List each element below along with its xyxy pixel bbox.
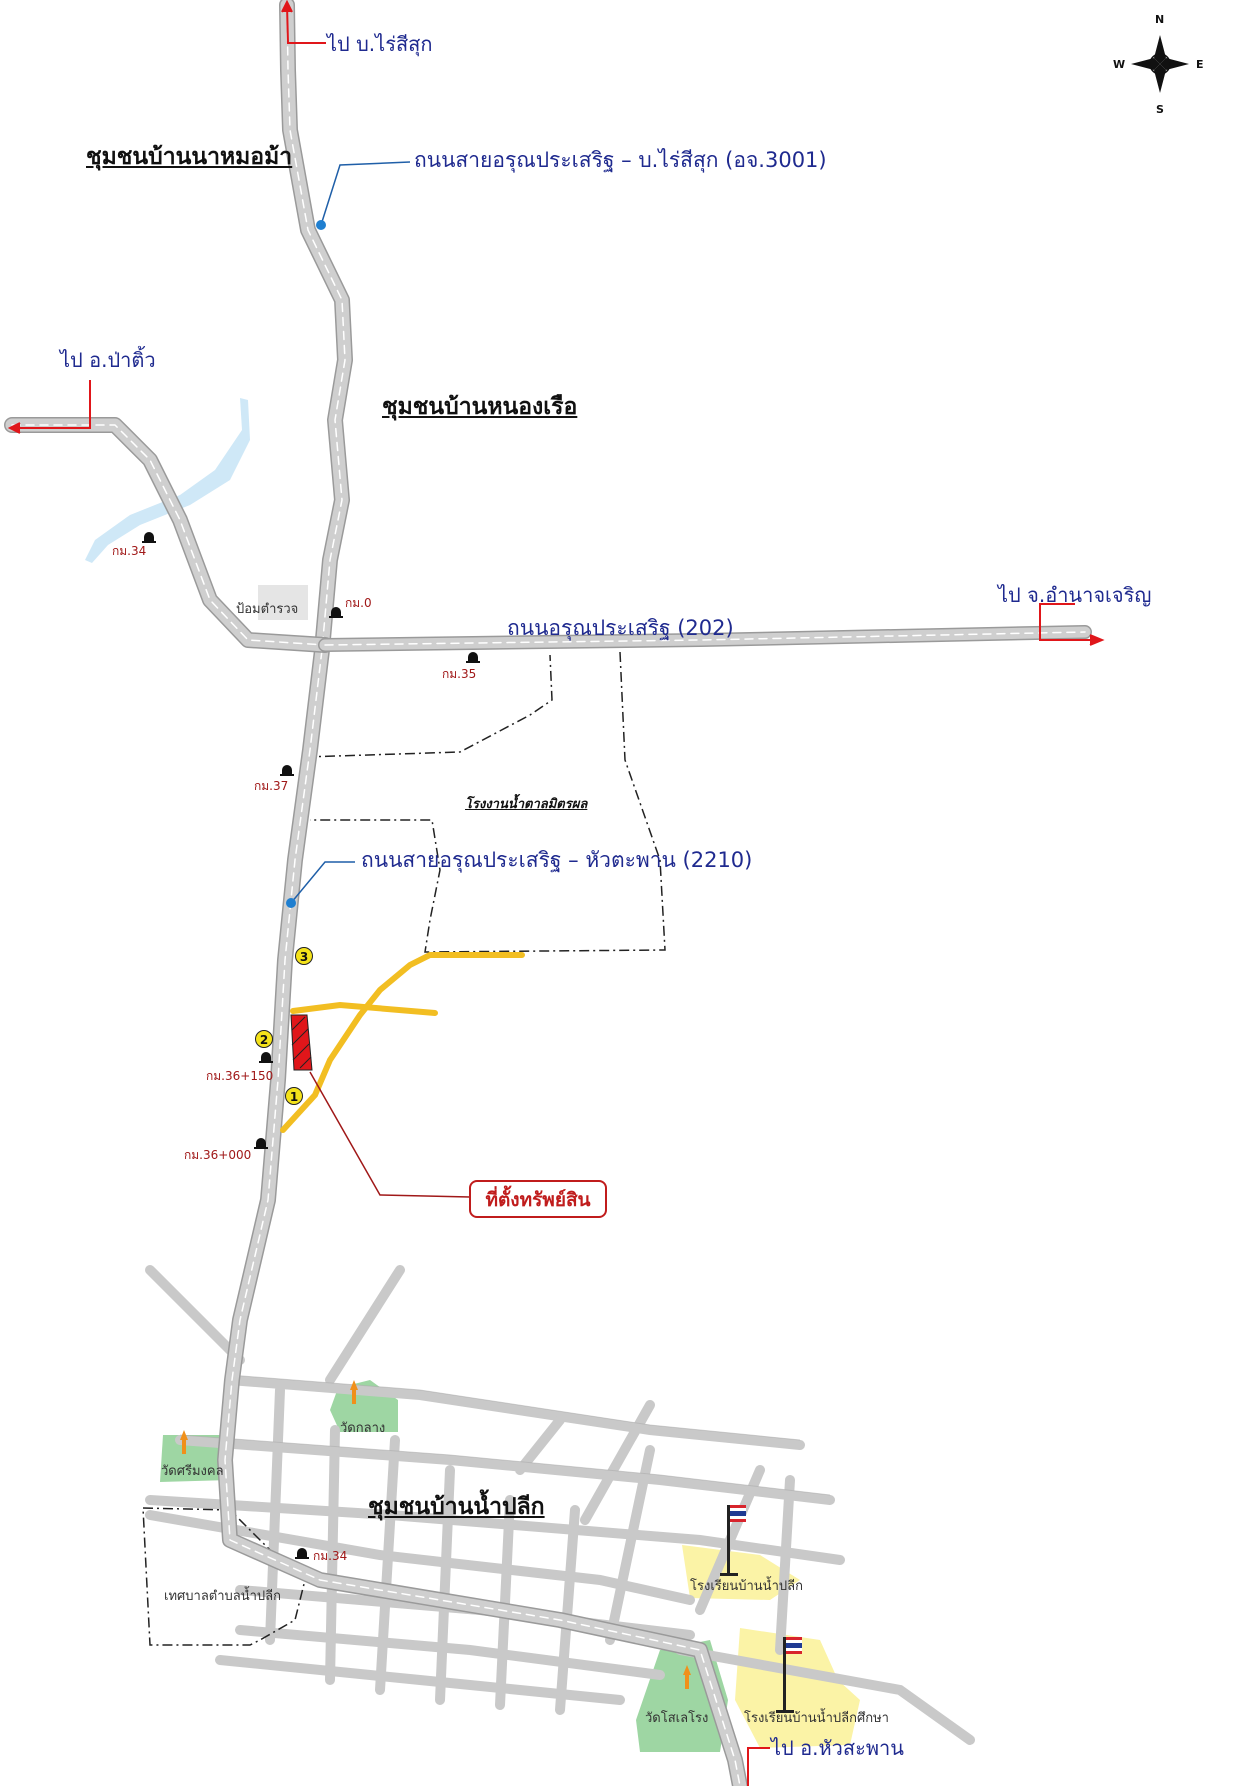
- place-school-2: โรงเรียนบ้านน้ำปลีกศึกษา: [744, 1711, 889, 1726]
- community-nam-plik: ชุมชนบ้านน้ำปลีก: [368, 1494, 545, 1520]
- police-building: [258, 585, 308, 620]
- marker-1: 1: [285, 1087, 303, 1105]
- temple-icons: [180, 1380, 691, 1689]
- km-label-36-150: กม.36+150: [206, 1069, 274, 1083]
- km-label-34-top: กม.34: [112, 544, 147, 558]
- direction-amnat: ไป จ.อำนาจเจริญ: [998, 583, 1152, 607]
- place-wat-si-mongkhon: วัดศรีมงคล: [161, 1464, 224, 1479]
- asset-leader-line: [309, 1071, 471, 1198]
- town-grid-edges: [179, 1374, 831, 1496]
- compass-north: N: [1155, 13, 1165, 26]
- community-nong-ruea: ชุมชนบ้านหนองเรือ: [382, 394, 578, 420]
- km-post-icons: [142, 532, 480, 1559]
- road-3001-point: [316, 220, 326, 230]
- place-municipality: เทศบาลตำบลน้ำปลีก: [164, 1589, 282, 1604]
- direction-arrows: [7, 0, 1105, 1786]
- km-label-36-000: กม.36+000: [184, 1148, 252, 1162]
- km-label-35: กม.35: [442, 667, 477, 681]
- road-2210-label: ถนนสายอรุณประเสริฐ – หัวตะพาน (2210): [361, 848, 753, 872]
- community-na-mo-ma: ชุมชนบ้านนาหมอม้า: [86, 144, 293, 170]
- km-label-0: กม.0: [345, 596, 372, 610]
- direction-hua-taphan: ไป อ.หัวสะพาน: [771, 1736, 904, 1760]
- municipality-boundary: [142, 1507, 306, 1646]
- place-wat-sala: วัดโสเลโรง: [645, 1711, 709, 1726]
- factory-boundary: [304, 651, 666, 953]
- compass-east: E: [1196, 58, 1204, 71]
- school-2-area: [735, 1628, 860, 1748]
- compass-icon: [1131, 35, 1189, 93]
- direction-rai-si-suk: ไป บ.ไร่สีสุก: [327, 32, 433, 56]
- access-roads: [280, 952, 525, 1133]
- compass-south: S: [1156, 103, 1164, 116]
- place-sugar-factory: โรงงานน้ำตาลมิตรผล: [465, 797, 588, 812]
- place-school-1: โรงเรียนบ้านน้ำปลีก: [690, 1579, 803, 1594]
- compass-west: W: [1113, 58, 1126, 71]
- main-roads: [4, 0, 1092, 1786]
- marker-2: 2: [255, 1030, 273, 1048]
- road-3001-label: ถนนสายอรุณประเสริฐ – บ.ไร่สีสุก (อจ.3001…: [414, 148, 827, 172]
- direction-pa-tio: ไป อ.ป่าติ้ว: [60, 348, 156, 372]
- km-label-37: กม.37: [254, 779, 289, 793]
- water-stream: [85, 398, 250, 563]
- road-2210-point: [286, 898, 296, 908]
- road-202-label: ถนนอรุณประเสริฐ (202): [507, 616, 734, 640]
- km-label-34-bottom: กม.34: [313, 1549, 348, 1563]
- marker-3: 3: [295, 947, 313, 965]
- asset-location-label: ที่ตั้งทรัพย์สิน: [469, 1180, 607, 1218]
- place-police: ป้อมตำรวจ: [236, 602, 299, 617]
- place-wat-klang: วัดกลาง: [340, 1421, 386, 1436]
- school-flags: [720, 1505, 802, 1713]
- town-grid: [145, 1265, 975, 1745]
